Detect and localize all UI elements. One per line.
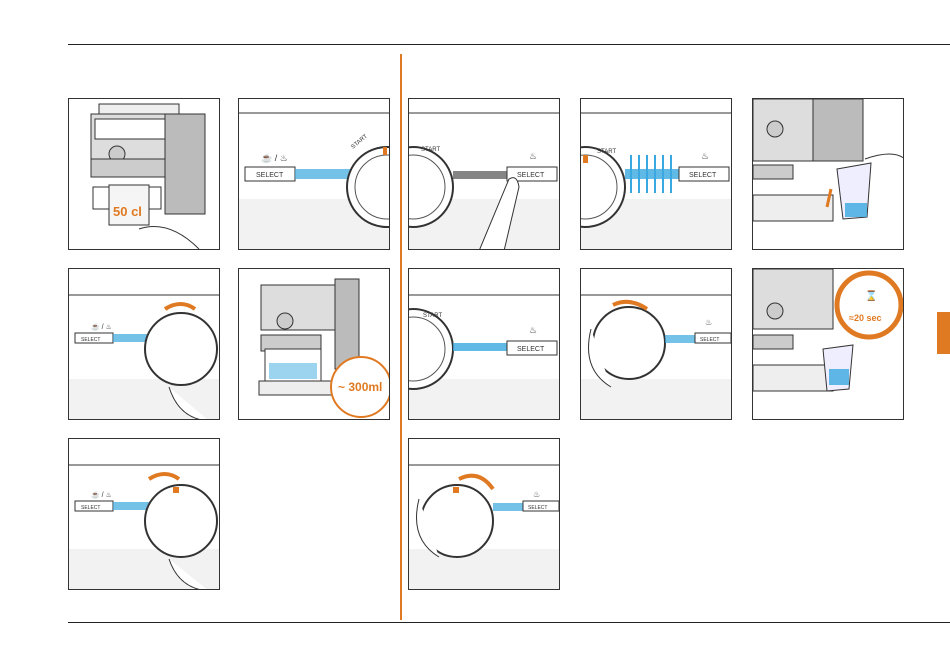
cup-steam-symbol: ☕ / ♨: [91, 490, 112, 499]
start-label: START: [421, 147, 440, 153]
panel-select-press: ☕ / ♨ SELECT START: [238, 98, 390, 250]
panel-steam-ready: START ♨ SELECT: [408, 268, 560, 420]
start-label: START: [423, 313, 442, 319]
start-label: START: [350, 133, 369, 150]
panel-select-steam: START ♨ SELECT: [408, 98, 560, 250]
panel-jug-under-wand: [752, 98, 904, 250]
cup-steam-symbol: ☕ / ♨: [91, 322, 112, 331]
steam-symbol: ♨: [705, 318, 712, 327]
page-tab-marker: [937, 312, 950, 354]
volume-50-label: 50 cl: [113, 204, 142, 219]
panel-fill-300ml: ~ 300ml: [238, 268, 390, 420]
section-divider: [400, 54, 402, 620]
header-rule: [68, 44, 950, 45]
hourglass-icon: ⌛: [865, 289, 877, 302]
steam-symbol: ♨: [701, 151, 709, 161]
select-label: SELECT: [517, 346, 545, 353]
select-label: SELECT: [700, 337, 719, 343]
steam-symbol: ♨: [533, 490, 540, 499]
panel-steam-blinking: START ♨ SELECT: [580, 98, 732, 250]
panel-turn-knob-back-right: ♨ SELECT: [408, 438, 560, 590]
steam-symbol: ♨: [529, 151, 537, 161]
select-label: SELECT: [256, 172, 284, 179]
time-20-label: ≈20 sec: [849, 313, 881, 323]
steam-symbol: ♨: [529, 325, 537, 335]
select-label: SELECT: [81, 337, 100, 343]
select-label: SELECT: [81, 505, 100, 511]
panel-turn-knob-right: ♨ SELECT: [580, 268, 732, 420]
panel-steam-20sec: ⌛ ≈20 sec: [752, 268, 904, 420]
select-label: SELECT: [689, 172, 717, 179]
panel-fill-water-50cl: 50 cl: [68, 98, 220, 250]
start-label: START: [597, 149, 616, 155]
panel-turn-knob-left: ☕ / ♨ SELECT: [68, 268, 220, 420]
cup-steam-symbol: ☕ / ♨: [261, 152, 288, 163]
volume-300-label: ~ 300ml: [338, 380, 382, 394]
panel-turn-knob-back-left: ☕ / ♨ SELECT: [68, 438, 220, 590]
footer-rule: [68, 622, 950, 623]
select-label: SELECT: [517, 172, 545, 179]
select-label: SELECT: [528, 505, 547, 511]
